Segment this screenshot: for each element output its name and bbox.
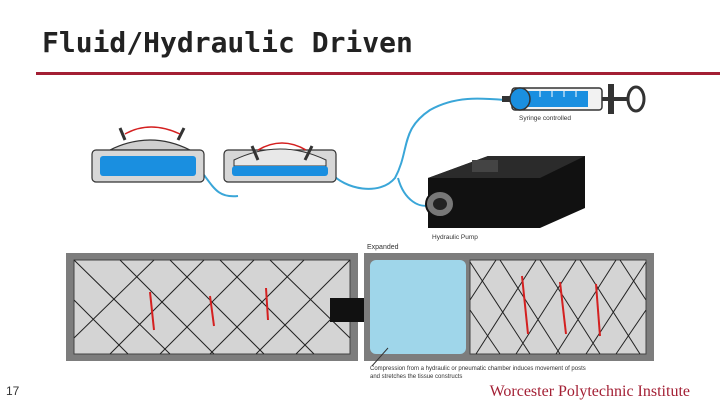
- caption-line-1: Compression from a hydraulic or pneumati…: [370, 366, 586, 372]
- slide-title: Fluid/Hydraulic Driven: [42, 26, 413, 59]
- pump-label: Hydraulic Pump: [432, 234, 478, 241]
- hydraulic-pump-icon: [425, 156, 585, 228]
- footer-institution: Worcester Polytechnic Institute: [489, 383, 690, 400]
- tube-to-syringe: [329, 97, 506, 190]
- syringe-label: Syringe controlled: [519, 115, 571, 122]
- slide-number: 17: [6, 384, 20, 398]
- caption-line-2: and stretches the tissue constructs: [370, 374, 462, 380]
- tissue-chamber-expanded: [364, 253, 654, 361]
- culture-well-left: [91, 126, 205, 183]
- tissue-chamber-resting: [66, 253, 358, 361]
- caption-pointer: [371, 347, 389, 367]
- culture-well-right: [223, 142, 337, 183]
- tube-between-wells: [203, 174, 239, 198]
- expanded-label: Expanded: [367, 244, 399, 251]
- title-underline: [36, 72, 720, 75]
- syringe-icon: [502, 84, 646, 114]
